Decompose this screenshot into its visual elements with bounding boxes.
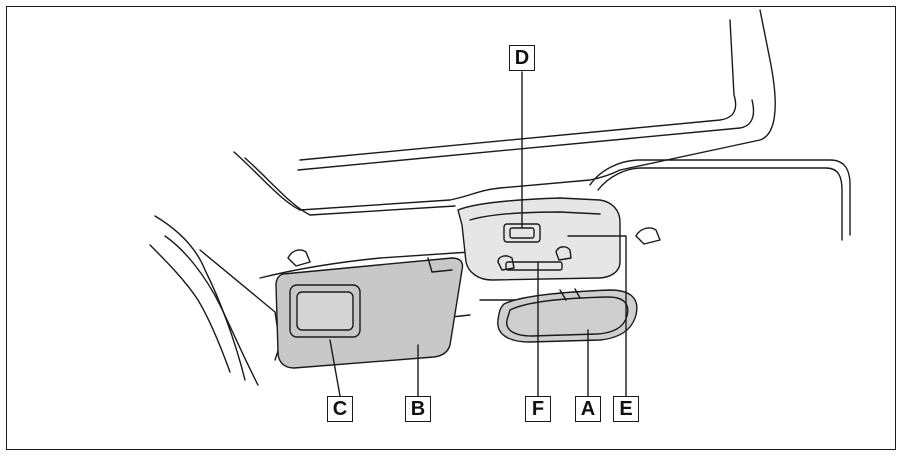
callout-a: A bbox=[575, 396, 601, 422]
callout-f: F bbox=[525, 396, 551, 422]
mirror-mount-stem bbox=[559, 288, 581, 301]
roof-outline bbox=[233, 9, 776, 211]
a-pillar-inner bbox=[164, 235, 259, 386]
rear-roof-line bbox=[589, 159, 851, 236]
callout-d: D bbox=[509, 45, 535, 71]
leader-line-c bbox=[329, 339, 341, 397]
console-switch-panel bbox=[505, 261, 563, 271]
visor-clip-right bbox=[635, 227, 661, 245]
a-pillar bbox=[154, 215, 246, 381]
rear-roof-line-inner bbox=[597, 167, 843, 241]
visor-clip-left bbox=[287, 249, 311, 267]
callout-e: E bbox=[613, 396, 639, 422]
sunroof-panel bbox=[299, 19, 737, 161]
console-button-left bbox=[497, 255, 515, 271]
vanity-mirror-glass bbox=[296, 291, 354, 331]
console-button-right bbox=[555, 246, 572, 261]
callout-b: B bbox=[405, 396, 431, 422]
callout-c: C bbox=[327, 396, 353, 422]
visor-hinge bbox=[427, 257, 453, 273]
roof-inner-outline bbox=[244, 157, 456, 216]
sunroof-edge bbox=[297, 99, 755, 171]
windshield-top bbox=[259, 251, 471, 279]
headliner-edge bbox=[199, 249, 281, 361]
rear-view-mirror-inner bbox=[506, 296, 629, 337]
overhead-console bbox=[457, 197, 621, 281]
diagram-frame bbox=[6, 6, 896, 450]
console-top-bevel bbox=[469, 211, 601, 221]
a-pillar-outer bbox=[149, 244, 231, 373]
leader-line-e bbox=[567, 235, 627, 397]
